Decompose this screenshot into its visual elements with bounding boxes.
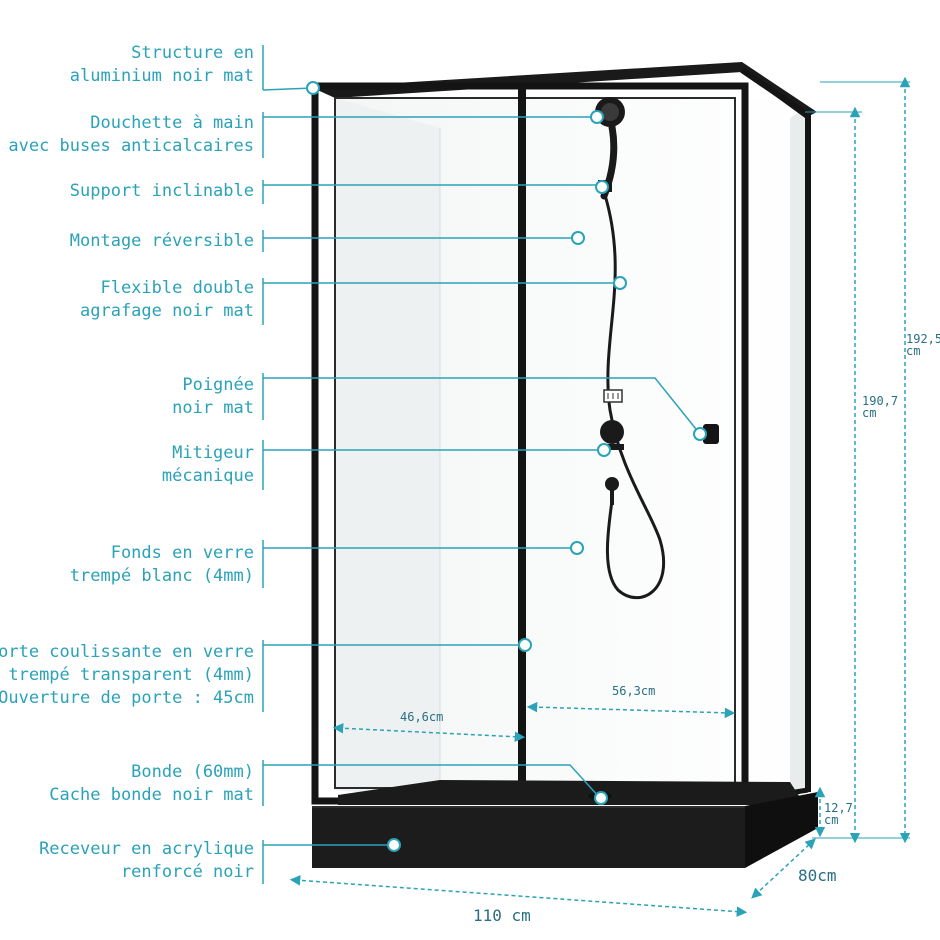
label-support: Support inclinable [69,181,254,201]
top-frame [313,62,817,118]
callout-dots [306,81,707,852]
dimension-ticks [805,81,910,839]
leader-lines [262,87,701,846]
dim-door-opening: 56,3cm [612,684,656,698]
side-wall-left [335,98,440,800]
dimension-arrows [289,76,911,917]
dim-width: 110 cm [473,906,531,925]
side-wall-right [790,108,805,795]
label-bonde: Bonde (60mm)Cache bonde noir mat [49,762,254,805]
dim-depth: 80cm [798,866,837,885]
dim-fixed-panel: 46,6cm [400,710,444,724]
door-post [518,88,526,800]
label-montage: Montage réversible [69,231,254,251]
door-handle [703,424,719,444]
tray-inner [338,780,805,805]
tray-base [312,806,745,868]
mixer-tap [600,389,624,450]
